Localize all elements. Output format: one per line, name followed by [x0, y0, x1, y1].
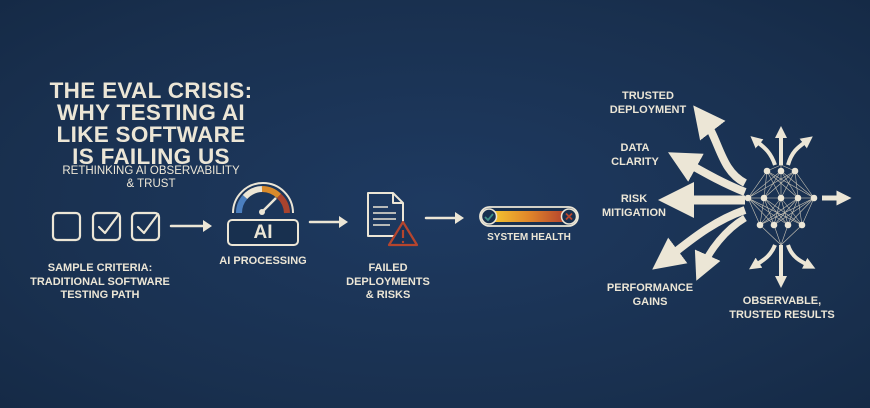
- outcome-observable-results: OBSERVABLE, TRUSTED RESULTS: [720, 295, 844, 322]
- label-line: TRUSTED RESULTS: [729, 308, 835, 321]
- network-node: [770, 221, 778, 229]
- label-line: GAINS: [632, 295, 668, 308]
- label-line: & RISKS: [365, 289, 411, 301]
- outcome-performance-gains: PERFORMANCE GAINS: [600, 282, 700, 309]
- document-warning-icon: [367, 192, 419, 247]
- ai-badge-box: [227, 219, 299, 246]
- processing-label: AI PROCESSING: [219, 255, 307, 267]
- arrow-down-left-icon: [749, 244, 777, 270]
- label-line: CLARITY: [611, 155, 659, 168]
- title-line: WHY TESTING AI: [57, 100, 245, 125]
- label-line: TRUSTED: [622, 90, 674, 102]
- arrow-performance-gains-icon: [694, 214, 747, 281]
- label-line: DEPLOYMENTS: [346, 275, 430, 288]
- page-title: THE EVAL CRISIS: WHY TESTING AI LIKE SOF…: [20, 78, 282, 169]
- checkbox-checked-icon: [130, 211, 161, 242]
- network-node: [777, 167, 785, 175]
- checkbox-checked-icon: [91, 211, 122, 242]
- title-line: IS FAILING US: [72, 144, 230, 169]
- network-node: [784, 221, 792, 229]
- arrow-trusted-deployment-icon: [693, 105, 748, 187]
- label-line: PERFORMANCE: [606, 282, 694, 294]
- health-label: SYSTEM HEALTH: [487, 232, 571, 243]
- failed-label: FAILED DEPLOYMENTS & RISKS: [330, 262, 446, 303]
- subtitle-line: & TRUST: [126, 178, 176, 190]
- neural-network-icon: [744, 164, 818, 246]
- network-node: [760, 194, 768, 202]
- arrow-data-clarity-icon: [668, 152, 747, 196]
- network-node: [777, 194, 785, 202]
- arrow-down-right-icon: [786, 244, 816, 269]
- subtitle: RETHINKING AI OBSERVABILITY & TRUST: [20, 165, 282, 191]
- label-line: SAMPLE CRITERIA:: [47, 262, 153, 274]
- outcome-data-clarity: DATA CLARITY: [600, 142, 670, 169]
- network-node: [798, 221, 806, 229]
- checkbox-empty-icon: [51, 211, 82, 242]
- ai-badge-label: AI: [253, 222, 273, 243]
- arrow-performance-gains-icon: [652, 206, 747, 270]
- outcome-trusted-deployment: TRUSTED DEPLOYMENT: [598, 90, 698, 117]
- arrow-up-left-icon: [750, 136, 777, 166]
- label-line: OBSERVABLE,: [742, 295, 822, 307]
- label-line: FAILED: [368, 262, 408, 274]
- arrow-up-right-icon: [786, 136, 813, 166]
- network-node: [810, 194, 818, 202]
- network-node: [791, 167, 799, 175]
- criteria-label: SAMPLE CRITERIA: TRADITIONAL SOFTWARE TE…: [30, 262, 170, 303]
- label-line: MITIGATION: [602, 206, 666, 219]
- label-line: DATA: [620, 142, 650, 154]
- title-line: THE EVAL CRISIS:: [49, 78, 253, 103]
- outcome-risk-mitigation: RISK MITIGATION: [592, 193, 676, 220]
- title-line: LIKE SOFTWARE: [56, 122, 246, 147]
- network-node: [794, 194, 802, 202]
- gauge-icon: [232, 182, 294, 215]
- label-line: TESTING PATH: [60, 289, 140, 301]
- label-line: RISK: [620, 193, 648, 205]
- health-bar-icon: [479, 206, 579, 227]
- label-line: DEPLOYMENT: [609, 103, 687, 116]
- subtitle-line: RETHINKING AI OBSERVABILITY: [62, 165, 240, 177]
- network-node: [763, 167, 771, 175]
- label-line: TRADITIONAL SOFTWARE: [30, 275, 170, 288]
- network-node: [744, 194, 752, 202]
- network-node: [756, 221, 764, 229]
